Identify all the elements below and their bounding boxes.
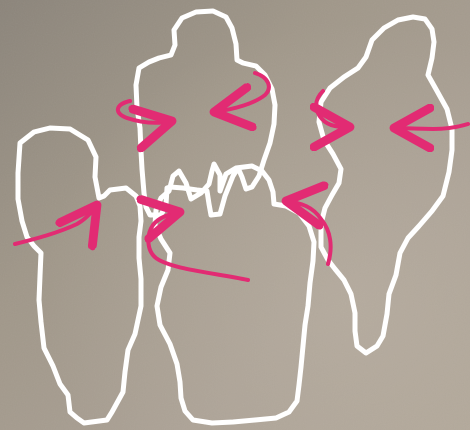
annotated-photo [0,0,470,430]
annotated-scene [0,0,470,430]
floor-texture [0,0,470,430]
